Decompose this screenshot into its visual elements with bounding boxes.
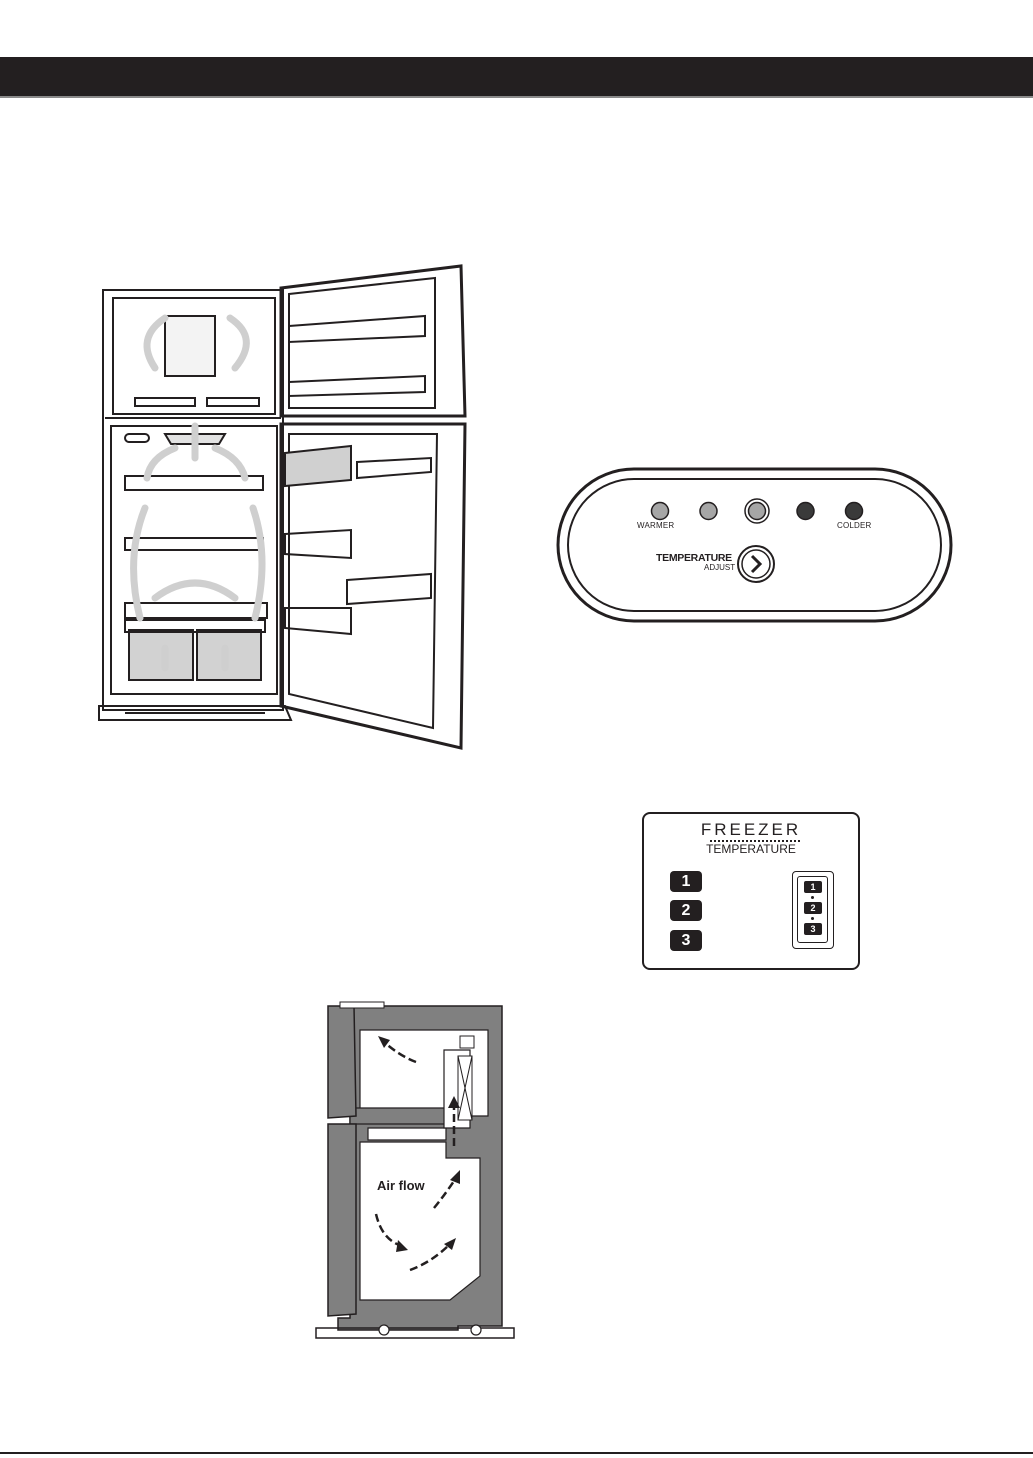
airflow-cross-section xyxy=(310,1000,520,1345)
footer-rule xyxy=(0,1452,1033,1454)
freezer-subtitle: TEMPERATURE xyxy=(644,842,858,856)
refrigerator-illustration xyxy=(95,258,475,753)
freezer-title: FREEZER xyxy=(644,820,858,840)
airflow-label: Air flow xyxy=(377,1178,425,1193)
switch-dot xyxy=(811,896,814,899)
temperature-level-light-1 xyxy=(652,503,669,520)
right-chevron-icon xyxy=(739,547,773,581)
switch-position-3: 3 xyxy=(804,923,822,935)
freezer-level-3: 3 xyxy=(670,930,702,951)
freezer-temperature-panel: FREEZER TEMPERATURE 1 2 3 1 2 3 xyxy=(642,812,860,970)
freezer-slide-switch[interactable]: 1 2 3 xyxy=(792,871,834,949)
adjust-label: ADJUST xyxy=(704,563,735,572)
temperature-level-light-5 xyxy=(846,503,863,520)
switch-position-1: 1 xyxy=(804,881,822,893)
colder-label: COLDER xyxy=(837,521,872,530)
warmer-label: WARMER xyxy=(637,521,674,530)
header-bar xyxy=(0,57,1033,98)
temperature-level-light-3 xyxy=(749,503,766,520)
temperature-level-light-2 xyxy=(700,503,717,520)
temperature-level-light-4 xyxy=(797,503,814,520)
freezer-level-2: 2 xyxy=(670,900,702,921)
switch-dot xyxy=(811,917,814,920)
temperature-adjust-button[interactable] xyxy=(737,545,775,583)
freezer-level-1: 1 xyxy=(670,871,702,892)
switch-position-2: 2 xyxy=(804,902,822,914)
